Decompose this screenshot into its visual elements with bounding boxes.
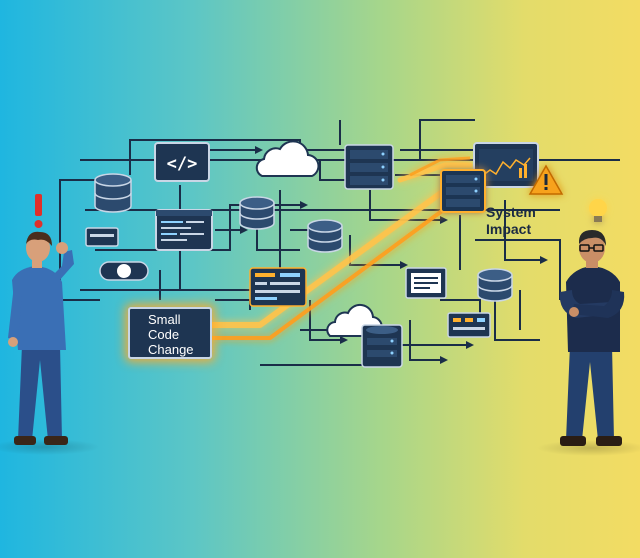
database-icon <box>307 219 343 253</box>
confident-person <box>559 230 625 446</box>
code-editor-icon <box>155 209 213 251</box>
warning-icon <box>528 164 564 195</box>
slider-icon <box>99 261 149 281</box>
connection-lines <box>59 119 620 366</box>
system-impact-line-1: System <box>486 204 536 220</box>
database-icon <box>239 196 275 230</box>
floor-shadow <box>537 440 640 456</box>
cloud-icon <box>255 140 320 177</box>
lightbulb-icon <box>589 199 607 222</box>
small-code-change-label: Small Code Change <box>128 307 212 359</box>
small-code-change-line-2: Code <box>148 327 180 342</box>
code-icon: </> <box>154 142 210 182</box>
small-code-change-line-1: Small <box>148 312 181 327</box>
chart-monitor-icon <box>473 142 539 188</box>
document-icon <box>405 267 447 299</box>
dashboard-icon <box>249 267 307 307</box>
server-icon <box>344 144 394 190</box>
server-icon <box>361 324 403 368</box>
system-impact-line-2: Impact <box>486 221 532 237</box>
confused-person <box>8 194 74 445</box>
system-impact-label: System Impact <box>486 204 536 238</box>
database-icon <box>477 268 513 302</box>
impacted-server-icon <box>440 169 486 213</box>
small-code-change-line-3: Change <box>148 342 194 357</box>
code-icon-text: </> <box>167 154 198 174</box>
panel-icon <box>85 227 119 247</box>
panel-icon <box>447 312 491 338</box>
database-icon <box>94 173 132 213</box>
exclamation-icon <box>34 194 43 228</box>
